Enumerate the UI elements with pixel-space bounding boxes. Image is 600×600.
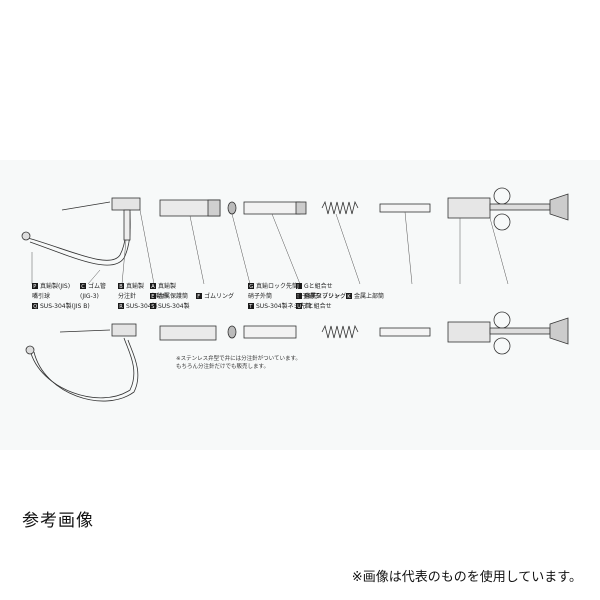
part-tag-box	[150, 293, 156, 299]
lower-finger-ring-bottom	[493, 337, 511, 355]
representative-image-disclaimer: ※画像は代表のものを使用しています。	[351, 570, 582, 585]
lower-valve-body	[111, 323, 137, 337]
part-label-text: 真鍮ロック先筒	[256, 282, 298, 290]
part-label-text: Tと組合せ	[303, 302, 332, 310]
part-label-text: 真鍮製(JIS)	[40, 282, 70, 290]
glass-plunger	[379, 203, 431, 213]
part-label-text: 硝子硝子	[296, 292, 320, 300]
part-tag-letter: C	[81, 284, 85, 290]
part-tag-letter: R	[119, 304, 123, 310]
part-label-text: 硝子スプリング	[304, 292, 346, 300]
part-tag-box	[248, 283, 254, 289]
lower-bulb	[25, 345, 35, 355]
finger-ring-bottom	[493, 213, 511, 231]
suction-bulb	[21, 231, 31, 241]
part-tag-letter: J	[296, 284, 298, 290]
part-tag-letter: G	[249, 284, 253, 290]
part-label-text: ゴム管	[88, 282, 106, 290]
part-tag-box	[296, 293, 302, 299]
part-label-text: (JIG-3)	[80, 293, 99, 300]
lower-guard-tube	[159, 325, 217, 341]
lower-plunger-head	[549, 317, 569, 345]
note-line-2: もちろん分注針だけでも販売します。	[176, 362, 269, 370]
lower-tube-inner	[33, 339, 139, 402]
lower-plunger-rod	[489, 327, 551, 335]
note-line-1: ※ステンレス弁型で弁には分注針がついています。	[176, 354, 301, 362]
part-label-text: Gと組合せ	[304, 282, 333, 290]
reference-image-label: 参考画像	[22, 511, 94, 531]
part-label-text: 金属上部筒	[354, 292, 384, 300]
valve-stem	[123, 209, 131, 241]
lower-ring	[227, 325, 237, 339]
dispensing-needle	[61, 201, 111, 211]
spring	[321, 200, 359, 215]
part-tag-letter: K	[347, 294, 351, 300]
part-tag-box	[118, 303, 124, 309]
part-label-text: 硝子外筒	[248, 292, 272, 300]
part-tag-box	[248, 303, 254, 309]
part-tag-box	[296, 283, 302, 289]
part-tag-box	[118, 283, 124, 289]
finger-ring-top	[493, 187, 511, 205]
part-tag-box	[150, 303, 156, 309]
rubber-ring	[227, 201, 237, 215]
part-label-text: 分注針	[118, 292, 136, 300]
part-label-text: 嘴引球	[32, 292, 50, 300]
part-tag-letter: S	[151, 304, 154, 310]
lower-assembly	[25, 311, 569, 402]
part-label-text: SUS-304製(JIS B)	[40, 302, 90, 310]
plunger-rod	[489, 203, 551, 211]
glass-barrel	[243, 201, 301, 215]
lower-barrel	[243, 325, 297, 339]
part-label-text: 自動弁	[150, 292, 168, 300]
valve-body	[111, 197, 141, 211]
rubber-tube	[27, 209, 127, 261]
barrel-end	[295, 201, 307, 215]
part-label-text: 金属保護筒	[158, 292, 188, 300]
lower-spring	[321, 324, 359, 339]
part-tag-box	[80, 283, 86, 289]
part-tag-box	[32, 283, 38, 289]
part-tag-letter: P	[33, 284, 36, 290]
lower-needle	[59, 329, 111, 333]
part-tag-letter: B	[119, 284, 123, 290]
part-label-text: SUS-304製	[126, 302, 158, 310]
part-tag-box	[150, 283, 156, 289]
plunger-head	[549, 193, 569, 221]
lower-plunger	[379, 327, 431, 337]
part-tag-letter: F	[197, 294, 200, 300]
lower-tube	[29, 337, 135, 399]
part-tag-letter: T	[248, 304, 253, 310]
part-label-text: 金属ワッシャ	[304, 292, 340, 300]
part-label-text: SUS-304製ネジ先筒	[256, 302, 312, 310]
part-tag-letter: U	[297, 304, 301, 310]
part-label-text: SUS-304製	[158, 302, 190, 310]
part-tag-letter: E	[151, 294, 154, 300]
lower-metal-tube	[447, 321, 491, 343]
part-tag-box	[346, 293, 352, 299]
part-tag-box	[32, 303, 38, 309]
guard-cap	[207, 199, 221, 217]
upper-assembly	[21, 187, 569, 285]
part-label-text: 真鍮製	[158, 282, 176, 290]
part-label-text: ゴムリング	[204, 292, 234, 300]
rubber-tube-inner	[29, 211, 131, 266]
upper-metal-tube	[447, 197, 491, 219]
part-label-text: 真鍮製	[126, 282, 144, 290]
part-tag-box	[196, 293, 202, 299]
part-tag-letter: Q	[33, 304, 37, 310]
leader-lines	[31, 209, 509, 285]
lower-finger-ring-top	[493, 311, 511, 329]
part-tag-box	[296, 303, 302, 309]
part-tag-letter: I	[297, 294, 298, 300]
part-tag-letter: A	[151, 284, 155, 290]
